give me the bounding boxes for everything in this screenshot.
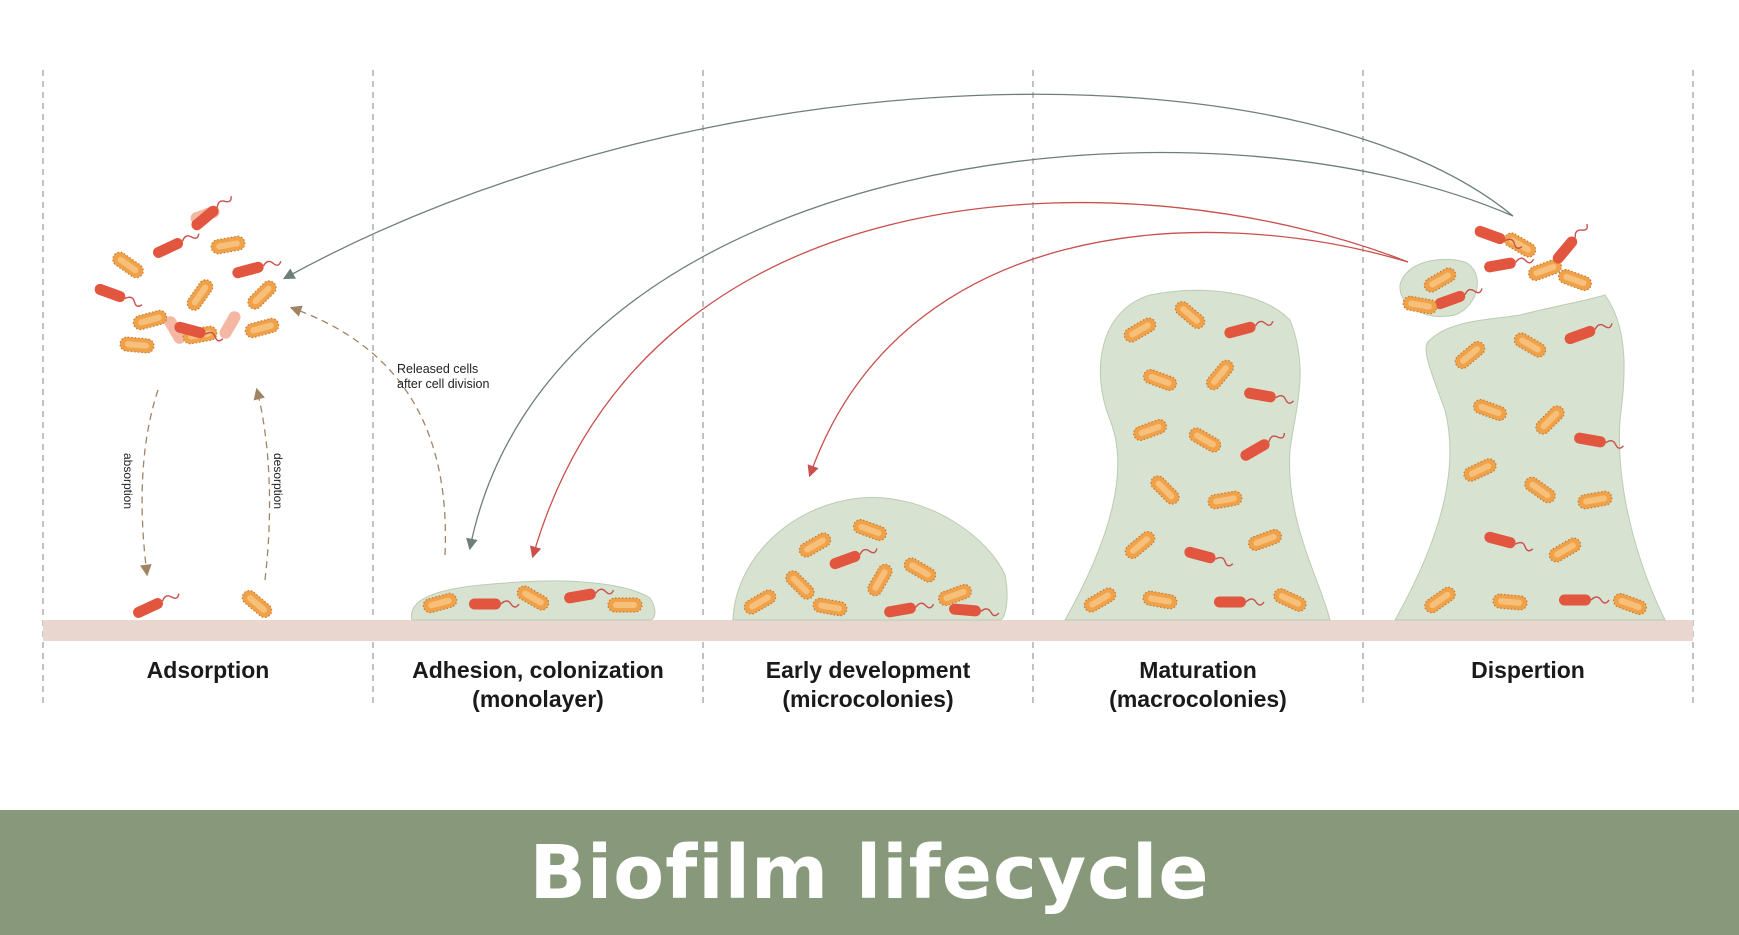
dispersing-biofilm: [1394, 219, 1666, 621]
stage-label-dispersion: Dispertion: [1471, 657, 1585, 683]
adsorbed-cells: [130, 587, 276, 621]
stage-label-early-development: Early development (microcolonies): [765, 657, 971, 712]
biofilm-diagram: [42, 70, 1694, 705]
absorption-label: absorption: [121, 452, 136, 510]
desorption-label: desorption: [271, 452, 286, 510]
released-cells-note: Released cells after cell division: [397, 362, 490, 391]
substrate-surface: [43, 620, 1693, 641]
page-title: Biofilm lifecycle: [529, 829, 1210, 916]
planktonic-cells: [92, 191, 283, 355]
dispersal-arrows: [282, 93, 1514, 559]
stage-label-maturation: Maturation (macrocolonies): [1109, 657, 1287, 712]
microcolony: [732, 497, 1008, 621]
macrocolony: [1064, 289, 1331, 621]
stage-dividers: [42, 70, 1694, 705]
monolayer: [411, 580, 656, 621]
exchange-arrows: [139, 305, 447, 581]
stage-label-adhesion: Adhesion, colonization (monolayer): [412, 657, 664, 712]
stage-label-adsorption: Adsorption: [146, 657, 270, 683]
title-banner: Biofilm lifecycle: [0, 810, 1739, 935]
